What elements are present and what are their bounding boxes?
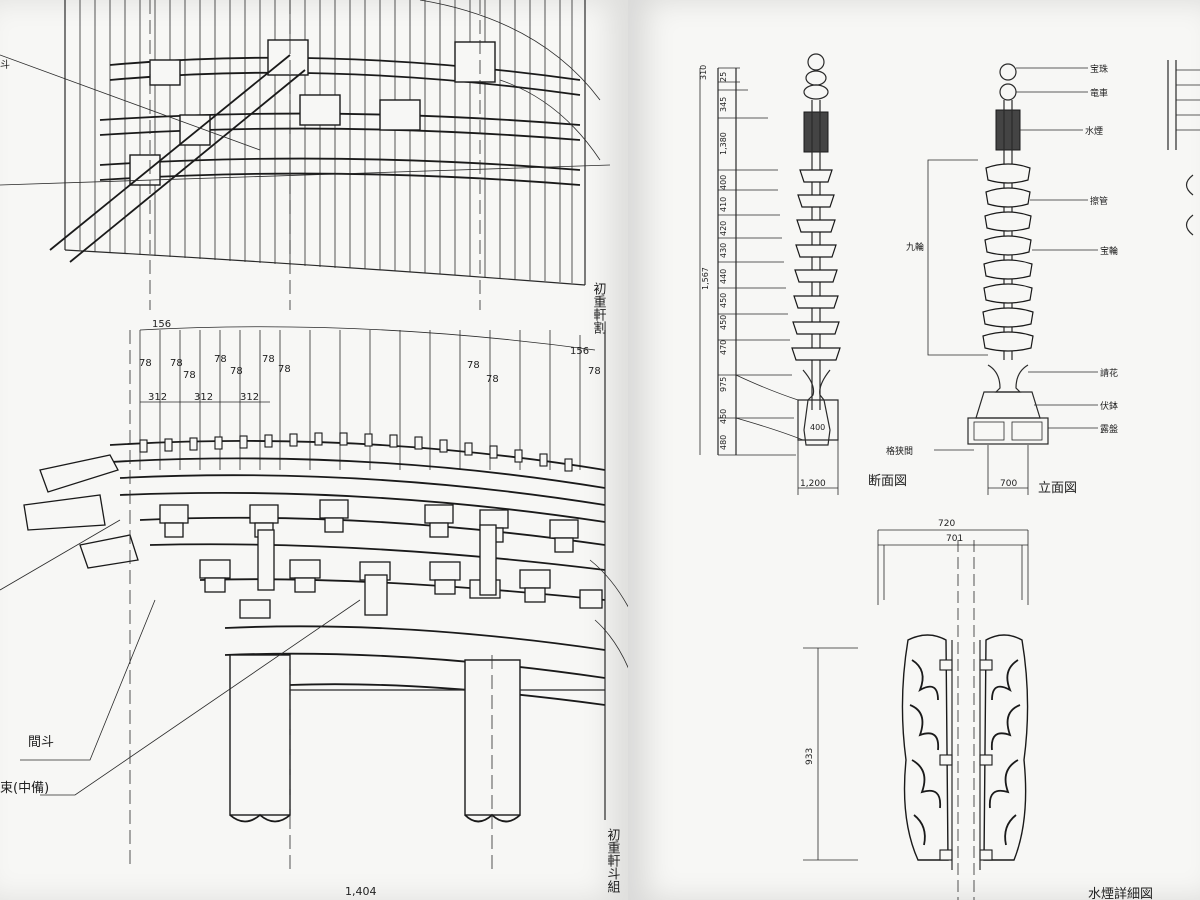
left-page: 斗 初重軒割 156 156 78 78 78 78 78 78 78 78 7… [0,0,628,900]
part-horin: 宝輪 [1100,245,1118,257]
part-roban: 露盤 [1100,423,1118,435]
dim-78-h: 78 [467,360,480,371]
part-ukebana: 請花 [1100,367,1118,379]
section-caption: 断面図 [868,474,907,489]
label-nakazona: 束(中備) [0,780,49,796]
svg-text:345: 345 [719,97,728,112]
svg-text:450: 450 [719,293,728,308]
dim-78-f: 78 [262,354,275,365]
detail-caption: 水煙詳細図 [1088,886,1153,900]
svg-text:1,380: 1,380 [719,132,728,155]
dim-312-a: 312 [148,392,167,403]
dim-78-b: 78 [170,358,183,369]
part-sakkan: 擦管 [1090,195,1108,207]
detail-top-width-a: 720 [938,519,955,529]
part-ryusha: 竜車 [1090,87,1108,99]
elevation-spire [927,63,1098,495]
dim-1404: 1,404 [345,885,377,898]
part-fukubachi: 伏鉢 [1100,400,1118,412]
detail-top-width-b: 701 [946,534,963,544]
section-dimension-column [699,67,804,456]
elevation-base-width: 700 [1000,479,1017,489]
svg-text:430: 430 [719,243,728,258]
eave-rafter-plan: 斗 [0,0,611,310]
svg-text:400: 400 [719,175,728,190]
dim-78-e: 78 [230,366,243,377]
svg-text:450: 450 [719,409,728,424]
caption-eave-layout: 初重軒割 [591,282,607,334]
section-base-inner: 400 [810,423,825,432]
suien-detail [803,529,1029,900]
svg-text:25: 25 [719,72,728,82]
dim-78-j: 78 [588,366,601,377]
part-hoshu: 宝珠 [1090,63,1108,75]
dim-78-g: 78 [278,364,291,375]
svg-text:310: 310 [699,65,708,80]
caption-bracket: 初重軒斗組 [605,828,621,893]
label-fragment-top: 斗 [0,59,10,71]
part-kurin: 九輪 [906,241,924,253]
dimension-row: 156 156 78 78 78 78 78 78 78 78 78 78 31… [139,319,601,470]
dim-78-d: 78 [214,354,227,365]
svg-text:975: 975 [719,377,728,392]
dim-156-right: 156 [570,346,589,357]
detail-height: 933 [805,748,815,765]
eave-bracket-drawing: 斗 初重軒割 156 156 78 78 78 78 78 78 78 78 7… [0,0,628,898]
dim-78-i: 78 [486,374,499,385]
dim-312-b: 312 [194,392,213,403]
svg-text:450: 450 [719,315,728,330]
elevation-caption: 立面図 [1038,481,1077,496]
svg-text:410: 410 [719,197,728,212]
section-spire [791,53,841,495]
svg-text:440: 440 [719,269,728,284]
total-height: 1,567 [701,267,710,290]
right-page: 310 25 345 1,380 400 410 420 430 440 450… [628,0,1200,900]
dim-78-a: 78 [139,358,152,369]
dim-156-left: 156 [152,319,171,330]
edge-partial-drawing [1167,60,1200,236]
svg-text:470: 470 [719,340,728,355]
part-koza: 格狭間 [886,445,913,457]
dim-312-c: 312 [240,392,259,403]
part-suien: 水煙 [1085,125,1103,137]
dim-78-c: 78 [183,370,196,381]
label-mato: 間斗 [28,735,54,750]
svg-text:420: 420 [719,221,728,236]
svg-text:480: 480 [719,435,728,450]
finial-drawings: 310 25 345 1,380 400 410 420 430 440 450… [699,53,1200,900]
section-base-width: 1,200 [800,479,826,489]
bracket-complex [0,330,628,870]
